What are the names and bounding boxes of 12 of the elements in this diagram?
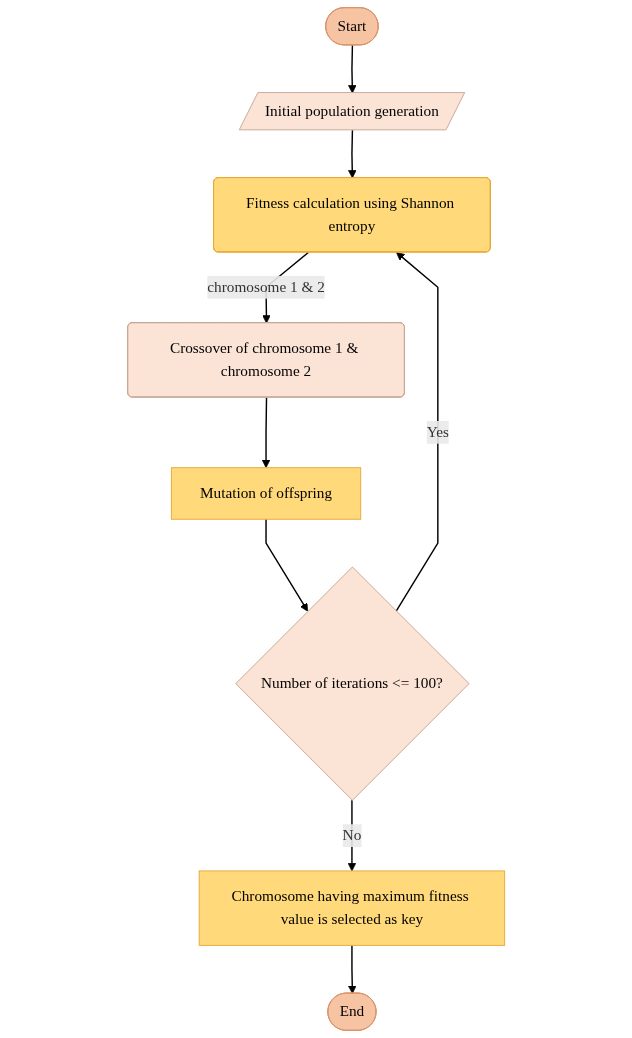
arrow (347, 129, 357, 179)
node-diamond: Number of iterations <= 100? (235, 566, 470, 801)
arrow (261, 396, 271, 469)
node-box: Chromosome having maximum fitness value is selected as key (198, 870, 505, 946)
arrow (265, 518, 308, 612)
arrow (347, 44, 357, 94)
edge-label: chromosome 1 & 2 (207, 278, 325, 295)
arrow (395, 252, 439, 612)
edge-label: No (342, 827, 362, 844)
arrow (347, 944, 357, 994)
edge-label: Yes (426, 423, 449, 441)
node-box: Mutation of offspring (170, 467, 362, 520)
